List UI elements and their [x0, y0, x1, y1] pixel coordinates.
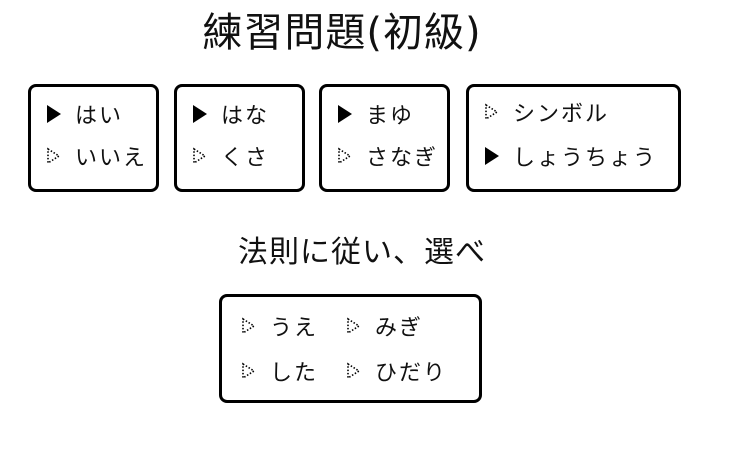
triangle-marker-icon: [43, 103, 65, 125]
question-box: うえ みぎ した ひだり: [219, 294, 482, 403]
answer-option-left[interactable]: ひだり: [343, 356, 447, 386]
triangle-marker-icon: [481, 145, 503, 167]
option-label: はい: [75, 104, 124, 129]
option-label: くさ: [221, 146, 270, 171]
triangle-marker-icon: [43, 145, 65, 167]
option-item[interactable]: はな: [189, 99, 269, 129]
option-item[interactable]: いいえ: [43, 141, 147, 171]
option-label: さなぎ: [366, 146, 439, 171]
option-item[interactable]: さなぎ: [334, 141, 438, 171]
triangle-marker-icon: [189, 103, 211, 125]
option-item[interactable]: シンボル: [481, 97, 609, 127]
option-label: いいえ: [75, 146, 148, 171]
answer-option-down[interactable]: した: [238, 356, 318, 386]
option-item[interactable]: はい: [43, 99, 123, 129]
option-item[interactable]: まゆ: [334, 99, 414, 129]
triangle-marker-icon: [334, 103, 356, 125]
triangle-marker-icon: [334, 145, 356, 167]
option-label: まゆ: [366, 104, 415, 129]
option-item[interactable]: しょうちょう: [481, 141, 657, 171]
instruction-text: 法則に従い、選べ: [238, 235, 486, 270]
triangle-marker-icon: [343, 360, 365, 382]
option-label: しょうちょう: [513, 146, 658, 171]
option-label: みぎ: [375, 316, 424, 341]
triangle-marker-icon: [189, 145, 211, 167]
answer-option-right[interactable]: みぎ: [343, 311, 423, 341]
triangle-marker-icon: [238, 360, 260, 382]
example-box-1: はい いいえ: [28, 84, 159, 192]
option-label: ひだり: [375, 361, 448, 386]
option-label: シンボル: [513, 102, 610, 127]
triangle-marker-icon: [238, 315, 260, 337]
page-title: 練習問題(初級): [202, 10, 482, 56]
option-label: はな: [221, 104, 270, 129]
option-item[interactable]: くさ: [189, 141, 269, 171]
option-label: うえ: [270, 316, 319, 341]
option-label: した: [270, 361, 319, 386]
example-box-4: シンボル しょうちょう: [466, 84, 681, 192]
answer-option-up[interactable]: うえ: [238, 311, 318, 341]
example-box-2: はな くさ: [174, 84, 305, 192]
example-box-3: まゆ さなぎ: [319, 84, 450, 192]
triangle-marker-icon: [481, 101, 503, 123]
triangle-marker-icon: [343, 315, 365, 337]
